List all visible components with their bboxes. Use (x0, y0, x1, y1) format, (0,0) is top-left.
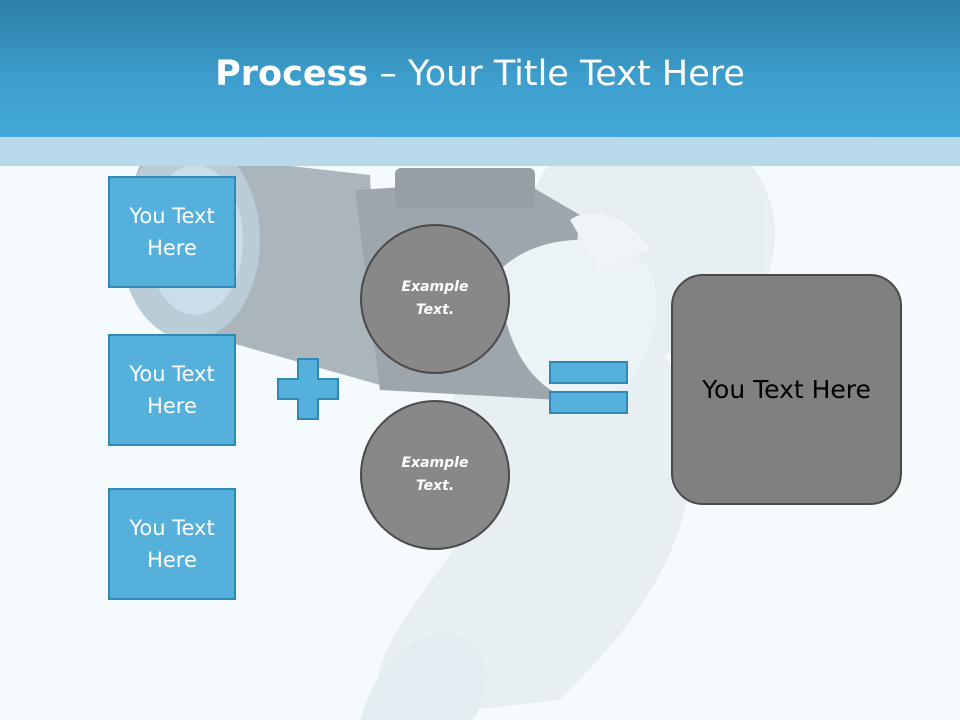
example-circle-2: Example Text. (360, 400, 510, 550)
example-circle-1: Example Text. (360, 224, 510, 374)
text-box-3: You Text Here (108, 488, 236, 600)
equals-icon (549, 361, 628, 414)
title-bold: Process (215, 54, 369, 94)
header-bar (0, 0, 960, 137)
text-box-1: You Text Here (108, 176, 236, 288)
text-box-2: You Text Here (108, 334, 236, 446)
slide-title: Process – Your Title Text Here (0, 52, 960, 96)
title-separator: – (368, 54, 408, 94)
result-box: You Text Here (671, 274, 902, 505)
header-band (0, 137, 960, 166)
title-rest: Your Title Text Here (407, 54, 745, 94)
plus-icon (277, 358, 339, 420)
